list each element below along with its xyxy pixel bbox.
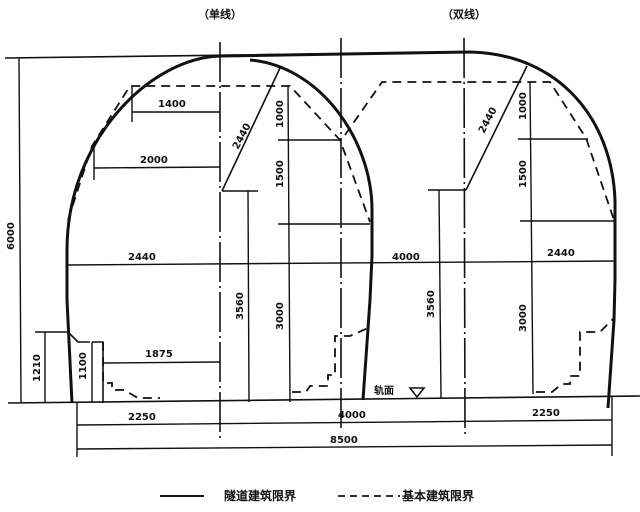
dim-1000-right: 1000 [518, 92, 529, 120]
left-niche [92, 341, 104, 403]
dim-2250-right: 2250 [532, 408, 560, 419]
basic-clearance-right-bottom [536, 317, 615, 393]
dim-4000-mid: 4000 [392, 252, 420, 263]
legend-solid-label: 隧道建筑限界 [224, 488, 296, 503]
dim-1100: 1100 [78, 352, 89, 380]
dim-1000-left: 1000 [275, 100, 286, 128]
basic-clearance-mid-bottom [292, 327, 369, 393]
rail-top-triangle-icon [408, 387, 426, 399]
dim-2440-right: 2440 [547, 248, 575, 259]
basic-clearance-right [344, 81, 615, 221]
dim-line-1000-1500-right [529, 81, 534, 395]
rail-top-line [7, 395, 640, 404]
dim-1210: 1210 [32, 354, 43, 382]
dim-line-width-row [67, 260, 615, 266]
dim-diag-left: 2440 [231, 122, 254, 152]
header-single-track: （单线） [198, 7, 242, 21]
dim-line-1875 [103, 361, 221, 364]
dim-6000: 6000 [6, 222, 17, 250]
dim-diag-right: 2440 [477, 106, 500, 136]
dim-2440-left: 2440 [128, 252, 156, 263]
dim-line-1000-1500-left [287, 85, 291, 403]
dim-3560-right: 3560 [426, 290, 437, 318]
dim-1400: 1400 [158, 99, 186, 110]
dim-1500-left: 1500 [275, 160, 286, 188]
dim-4000-bottom: 4000 [338, 410, 366, 421]
dim-line-8500 [76, 444, 613, 450]
rail-top-label: 轨面 [374, 384, 394, 397]
dim-line-6000 [18, 57, 22, 404]
dim-line-2000 [93, 166, 221, 169]
dim-line-bottom-row [76, 419, 613, 426]
basic-clearance-left [67, 85, 371, 223]
dim-3000-left: 3000 [275, 302, 286, 330]
diag-line-left [221, 67, 281, 192]
dim-8500: 8500 [330, 435, 358, 446]
diag-line-right [465, 65, 528, 191]
dim-line-3560-right [438, 189, 442, 399]
header-double-track: （双线） [442, 7, 486, 21]
dim-1500-right: 1500 [518, 160, 529, 188]
double-track-centerline [463, 37, 466, 435]
dim-1875: 1875 [145, 349, 173, 360]
dim-2250-left: 2250 [128, 412, 156, 423]
left-ledge [67, 331, 90, 343]
dim-2000: 2000 [140, 155, 168, 166]
dim-3000-right: 3000 [518, 304, 529, 332]
dim-3560-left: 3560 [235, 292, 246, 320]
legend-dashed-label: 基本建筑限界 [401, 488, 474, 503]
dim-line-3560-left [247, 190, 250, 403]
single-track-right-wall [249, 58, 374, 401]
